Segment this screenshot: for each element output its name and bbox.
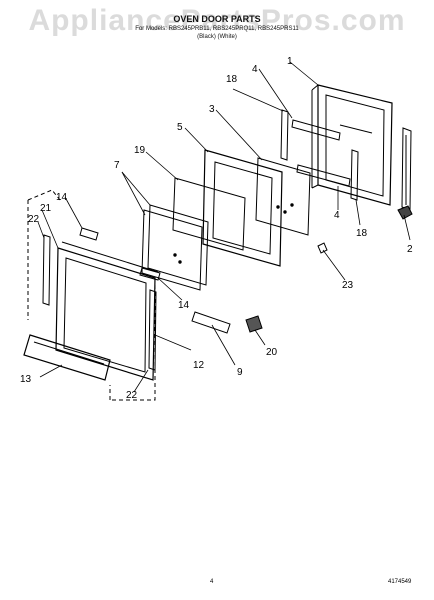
callout-2: 2 [407,244,413,255]
part-hinge-clip [245,315,263,333]
outer-door-assembly-outline [27,189,156,401]
part-door-handle [23,334,111,381]
page-number: 4 [210,579,214,585]
diagram-title: OVEN DOOR PARTS [173,14,261,24]
callout-19: 19 [134,145,146,156]
part-vent-strip-upper [280,109,289,161]
leader-lines [37,61,411,393]
callout-4b: 4 [334,210,340,221]
part-trim-left [42,234,51,306]
part-bracket-upper [291,119,341,141]
callout-4a: 4 [252,64,258,75]
callout-5: 5 [177,122,183,133]
color-note: (Black) (White) [197,34,237,40]
callout-1: 1 [287,56,293,67]
callout-20: 20 [266,347,278,358]
part-screw [317,242,328,254]
part-trim-right [148,289,157,371]
callout-9: 9 [237,367,243,378]
part-inner-glass [255,157,311,236]
callout-23: 23 [342,280,354,291]
part-handle-bracket [191,311,231,334]
callout-7: 7 [114,160,120,171]
part-bracket-lower [296,164,351,187]
part-door-frame [202,149,283,267]
part-side-trim [401,127,412,211]
part-clip-upper [79,227,99,241]
part-hinge-bracket [397,205,413,220]
page-header: OVEN DOOR PARTS For Models: RBS245PRB11,… [0,14,434,41]
callout-13: 13 [20,374,32,385]
part-insulation [172,177,246,251]
part-vent-strip-lower [350,149,359,201]
callout-14a: 14 [56,192,68,203]
callout-22b: 22 [126,390,138,401]
part-clip-lower [139,267,161,281]
callout-18a: 18 [226,74,238,85]
part-outer-door-panel [55,241,159,381]
callout-12: 12 [193,360,205,371]
callout-14b: 14 [178,300,190,311]
callout-22a: 22 [28,214,40,225]
models-line: For Models: RBS245PRB11, RBS245PRQ11, RB… [135,26,299,32]
callout-18b: 18 [356,228,368,239]
part-glass-pack [141,204,209,291]
callout-3: 3 [209,104,215,115]
callout-21: 21 [40,203,52,214]
document-code: 4174549 [388,579,412,585]
callout-labels: 1 2 3 4 4 5 7 9 12 13 14 14 18 18 19 20 … [20,56,413,401]
part-door-liner [311,84,393,206]
